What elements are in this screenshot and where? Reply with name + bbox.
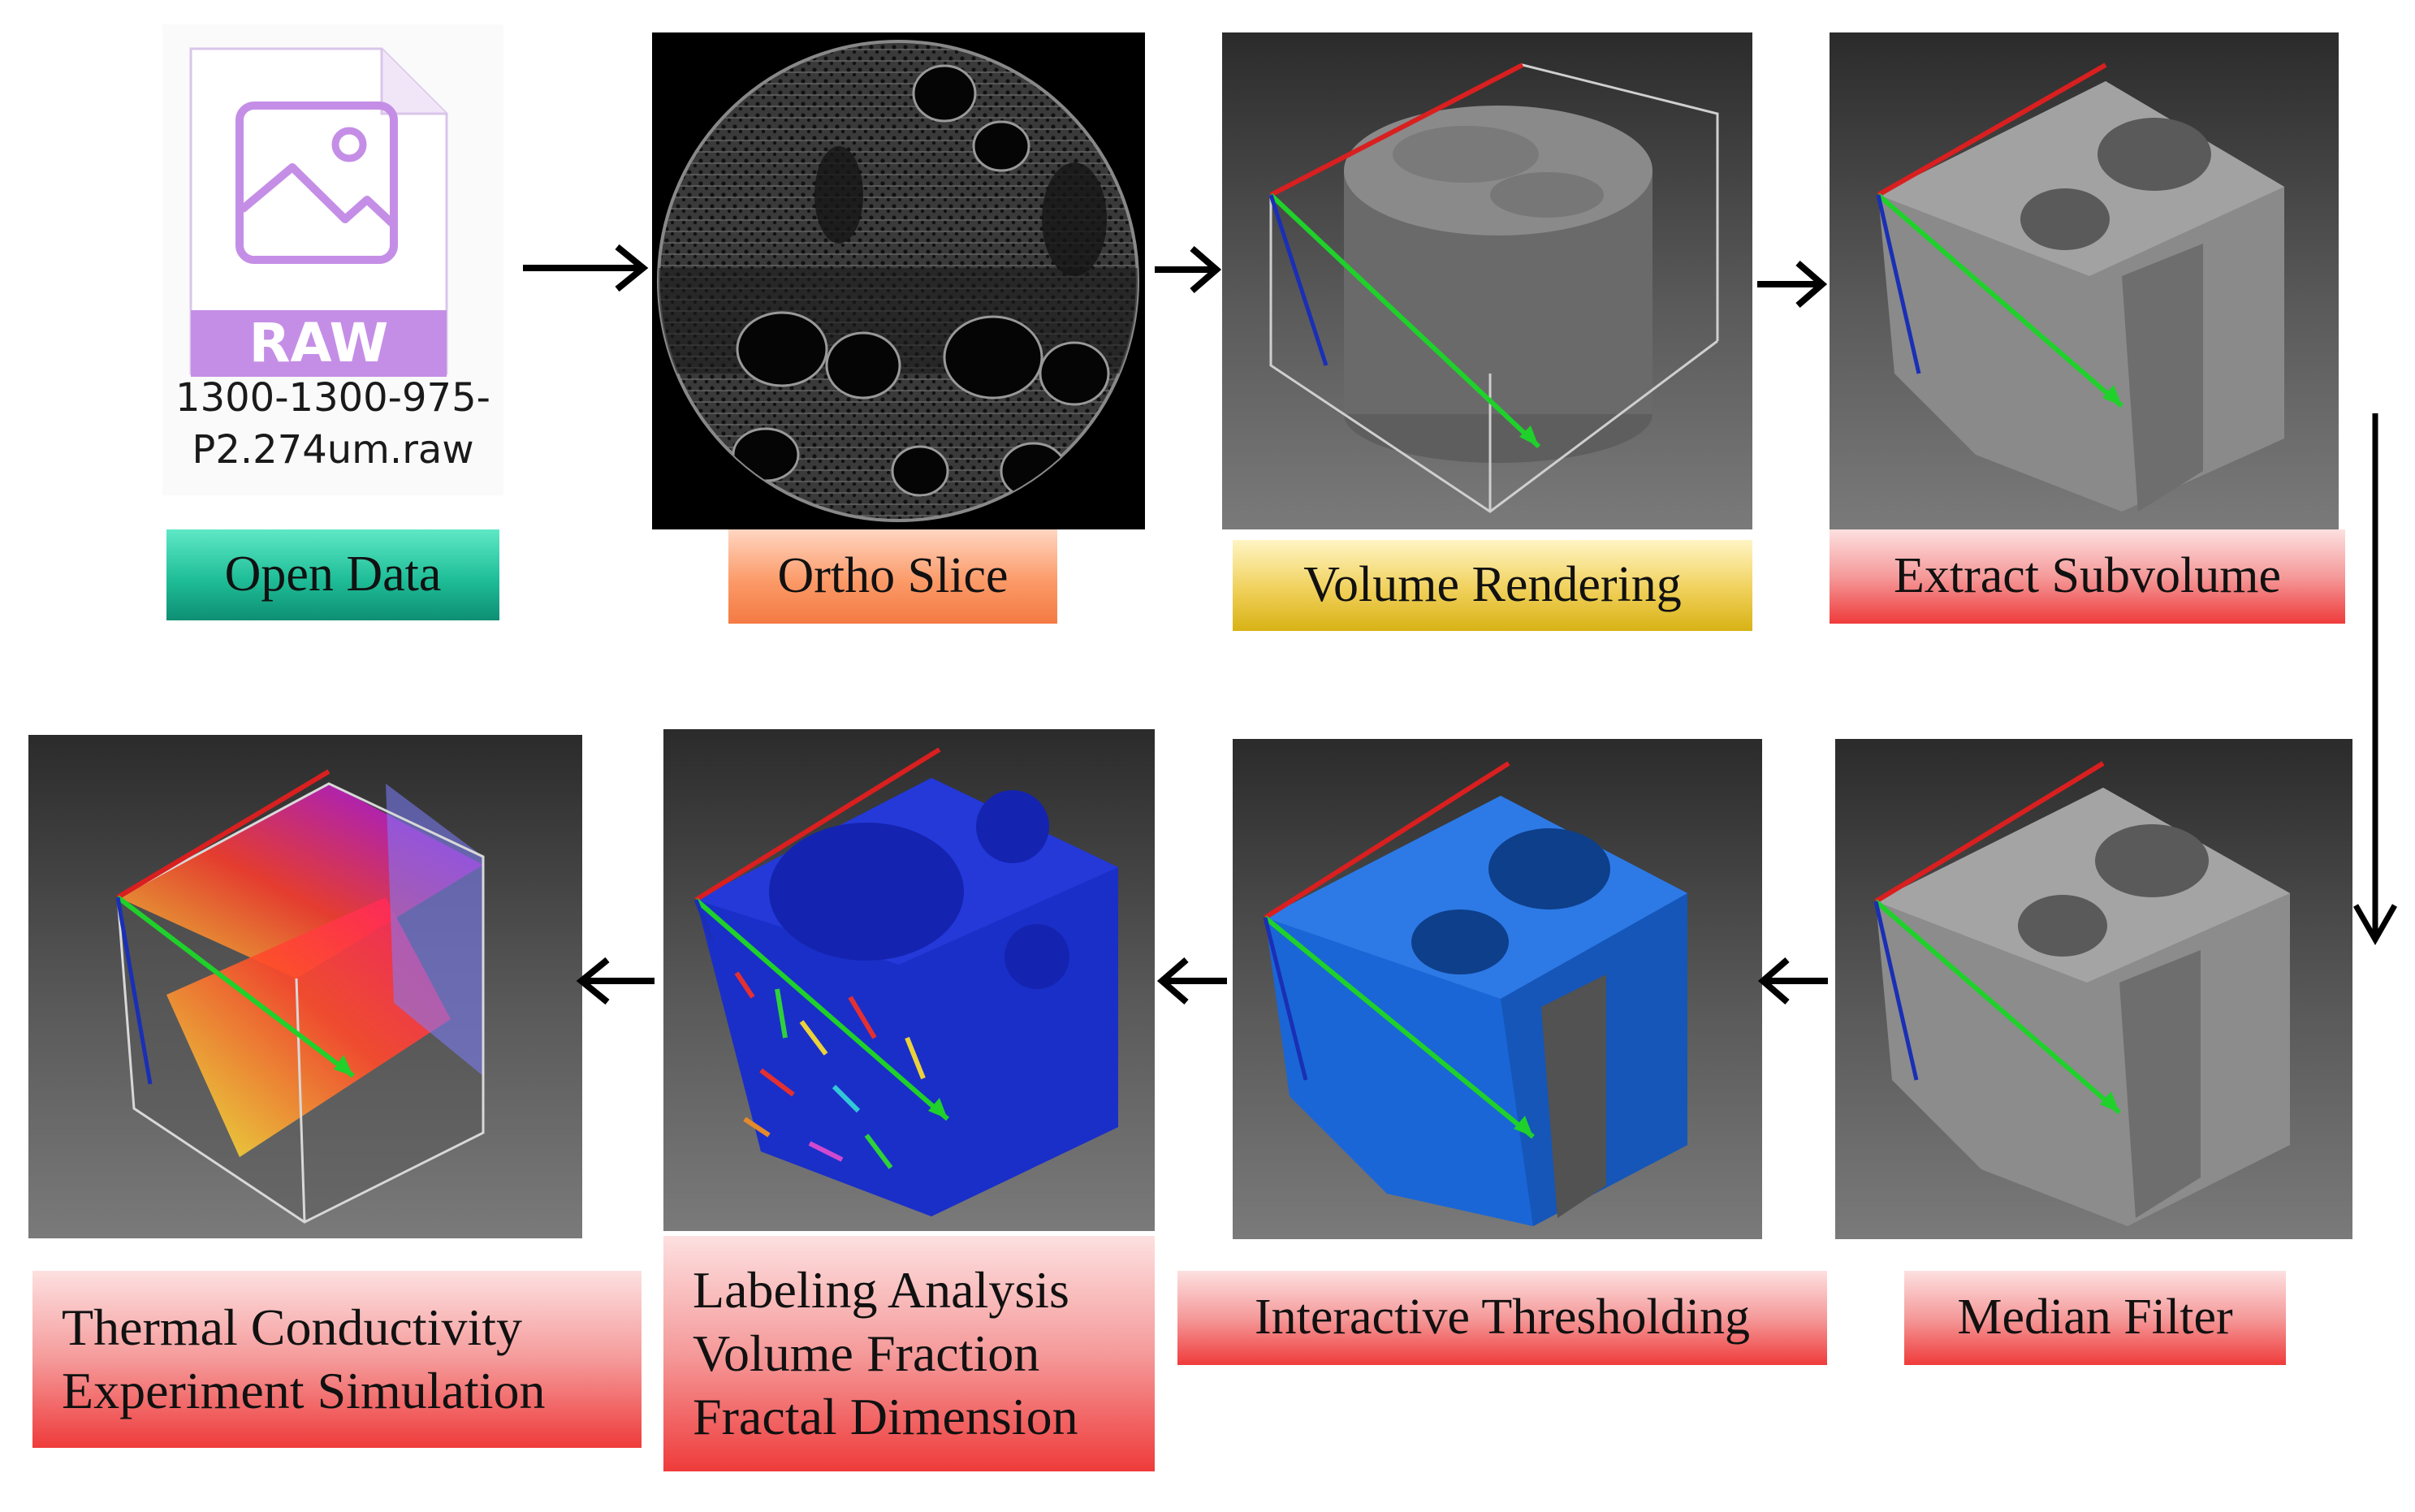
open-data-text: Open Data: [224, 546, 442, 603]
median-filter-label: Median Filter: [1904, 1271, 2286, 1365]
thermal-line-2: Experiment Simulation: [62, 1362, 546, 1419]
labeling-line-2: Volume Fraction: [693, 1324, 1040, 1382]
interactive-thresholding-text: Interactive Thresholding: [1254, 1290, 1751, 1346]
raw-file-name: 1300-1300-975- P2.274um.raw: [146, 372, 520, 476]
left-arrow: [1757, 957, 1828, 1005]
labeling-analysis-label: Labeling Analysis Volume Fraction Fracta…: [663, 1236, 1155, 1471]
right-arrow: [1757, 260, 1828, 309]
median-filter-image: [1835, 739, 2352, 1239]
interactive-thresholding-label: Interactive Thresholding: [1177, 1271, 1827, 1365]
volume-rendering-text: Volume Rendering: [1303, 557, 1682, 613]
volume-rendering-image: [1222, 32, 1752, 529]
ortho-slice-text: Ortho Slice: [777, 548, 1009, 604]
thermal-line-1: Thermal Conductivity: [62, 1298, 522, 1356]
right-arrow: [1155, 245, 1222, 294]
interactive-thresholding-image: [1233, 739, 1762, 1239]
open-data-label: Open Data: [166, 529, 499, 620]
ortho-slice-label: Ortho Slice: [728, 529, 1057, 624]
labeling-analysis-image: [663, 729, 1155, 1231]
ortho-slice-image: [652, 32, 1145, 529]
raw-file-name-line-1: 1300-1300-975-: [175, 375, 490, 421]
thermal-simulation-label: Thermal Conductivity Experiment Simulati…: [32, 1271, 642, 1448]
raw-file-name-line-2: P2.274um.raw: [192, 427, 474, 473]
down-arrow: [2352, 413, 2398, 946]
extract-subvolume-label: Extract Subvolume: [1830, 529, 2345, 624]
extract-subvolume-image: [1830, 32, 2339, 529]
right-arrow: [523, 244, 649, 292]
volume-rendering-label: Volume Rendering: [1233, 540, 1752, 631]
extract-subvolume-text: Extract Subvolume: [1894, 548, 2281, 604]
image-file-icon: [189, 47, 448, 377]
left-arrow: [1156, 957, 1227, 1005]
labeling-line-3: Fractal Dimension: [693, 1388, 1078, 1446]
raw-badge: RAW: [248, 312, 389, 374]
median-filter-text: Median Filter: [1957, 1290, 2233, 1346]
left-arrow: [576, 957, 655, 1005]
labeling-line-1: Labeling Analysis: [693, 1260, 1069, 1319]
thermal-simulation-image: [28, 735, 582, 1238]
raw-file-icon: RAW: [162, 24, 503, 495]
